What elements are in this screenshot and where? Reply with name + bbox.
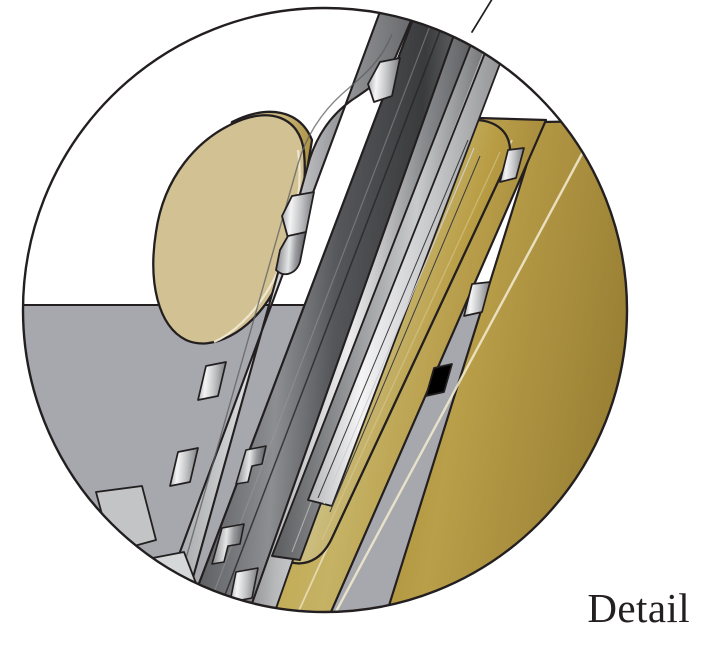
metal-band-outer: [168, 8, 472, 612]
detail-label: Detail: [587, 585, 690, 631]
leader-line: [471, 0, 493, 33]
brass-cylinder: [152, 110, 314, 345]
callout-circle-outline: [21, 6, 629, 614]
metal-hairline-strips: [317, 139, 481, 513]
